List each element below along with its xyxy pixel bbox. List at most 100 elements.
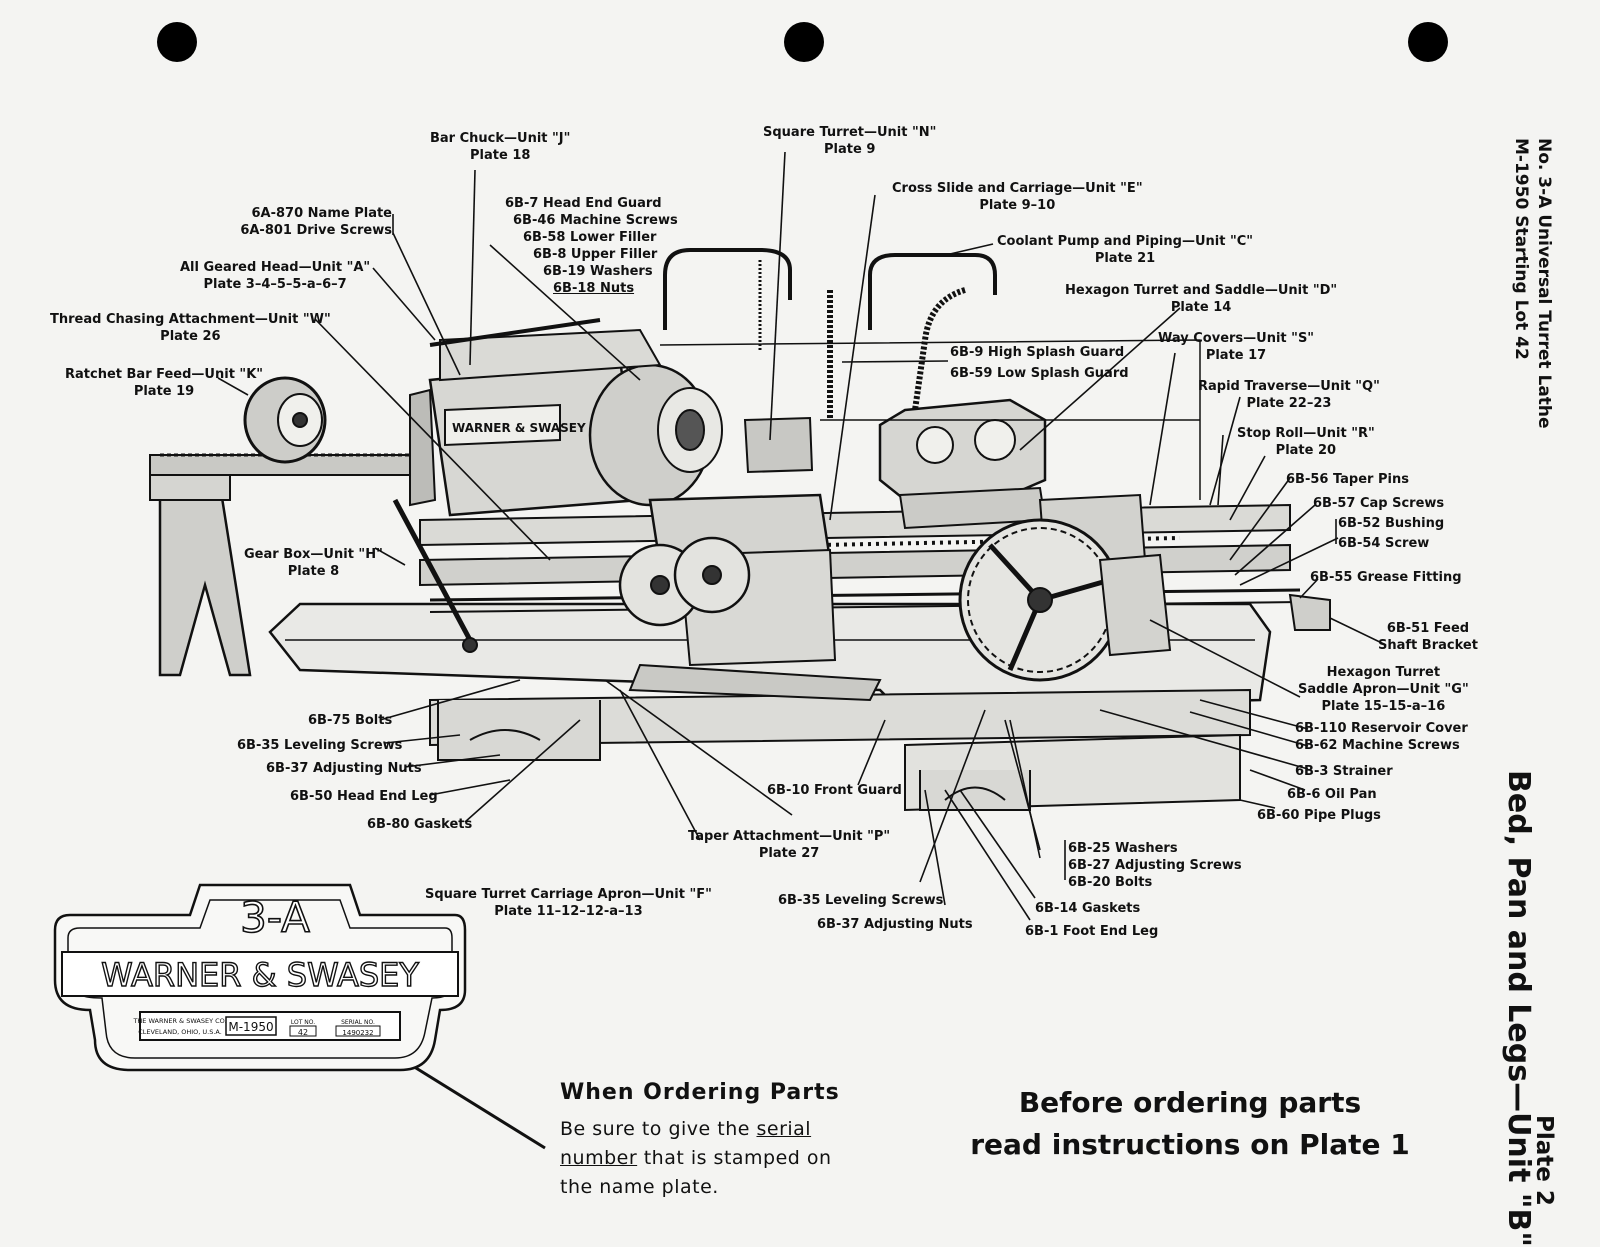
ordering-body: Be sure to give the serial number that i… bbox=[560, 1115, 870, 1202]
label-line: 6B-3 Strainer bbox=[1295, 764, 1393, 779]
label-line: 6B-19 Washers bbox=[543, 264, 653, 279]
label-gaskets-80: 6B-80 Gaskets bbox=[367, 816, 472, 833]
label-line: Cross Slide and Carriage—Unit "E" bbox=[892, 181, 1143, 196]
label-line: Plate 9 bbox=[824, 142, 876, 157]
label-head-end-guard: 6B-7 Head End Guard 6B-46 Machine Screws… bbox=[505, 195, 678, 297]
label-line: 6B-51 Feed bbox=[1386, 621, 1470, 636]
label-line: Plate 18 bbox=[470, 148, 531, 163]
ordering-title: When Ordering Parts bbox=[560, 1080, 840, 1105]
label-line: 6B-50 Head End Leg bbox=[290, 789, 438, 804]
label-line: 6B-58 Lower Filler bbox=[523, 230, 657, 245]
label-line: Stop Roll—Unit "R" bbox=[1237, 426, 1375, 441]
label-strainer: 6B-3 Strainer bbox=[1295, 763, 1393, 780]
label-reservoir-cover: 6B-110 Reservoir Cover 6B-62 Machine Scr… bbox=[1295, 720, 1468, 754]
label-hex-turret-apron: Hexagon Turret Saddle Apron—Unit "G" Pla… bbox=[1298, 664, 1469, 715]
label-line: Saddle Apron—Unit "G" bbox=[1298, 682, 1469, 697]
label-line: 6B-35 Leveling Screws bbox=[237, 738, 403, 753]
label-adjusting-nuts-left: 6B-37 Adjusting Nuts bbox=[266, 760, 422, 777]
label-line: Plate 27 bbox=[758, 846, 820, 861]
label-cross-slide: Cross Slide and Carriage—Unit "E" Plate … bbox=[892, 180, 1143, 214]
label-line: 6B-25 Washers bbox=[1068, 841, 1178, 856]
label-feed-shaft-bracket: 6B-51 Feed Shaft Bracket bbox=[1378, 620, 1478, 654]
label-ratchet-bar-feed: Ratchet Bar Feed—Unit "K" Plate 19 bbox=[65, 366, 263, 400]
label-thread-chasing: Thread Chasing Attachment—Unit "W" Plate… bbox=[50, 311, 331, 345]
label-line: 6B-7 Head End Guard bbox=[505, 196, 662, 211]
label-line: 6B-46 Machine Screws bbox=[513, 213, 678, 228]
ordering-body-text: that is stamped on the name plate. bbox=[560, 1147, 832, 1198]
label-line: 6B-6 Oil Pan bbox=[1287, 787, 1377, 802]
label-gaskets-14: 6B-14 Gaskets bbox=[1035, 900, 1140, 917]
label-line: Plate 9–10 bbox=[979, 198, 1056, 213]
label-gear-box: Gear Box—Unit "H" Plate 8 bbox=[244, 546, 383, 580]
label-grease-fitting: 6B-55 Grease Fitting bbox=[1310, 569, 1462, 586]
notice-line: Before ordering parts bbox=[1018, 1086, 1362, 1119]
nameplate-serial-label: SERIAL NO. bbox=[341, 1019, 375, 1026]
label-line: Hexagon Turret and Saddle—Unit "D" bbox=[1065, 283, 1338, 298]
label-line: Ratchet Bar Feed—Unit "K" bbox=[65, 367, 264, 382]
ordering-instructions: When Ordering Parts Be sure to give the … bbox=[560, 1080, 870, 1202]
nameplate-serial-value: 1490232 bbox=[342, 1029, 373, 1037]
label-head-end-leg: 6B-50 Head End Leg bbox=[290, 788, 438, 805]
label-leveling-screws-right: 6B-35 Leveling Screws bbox=[778, 892, 943, 909]
label-hexagon-turret-saddle: Hexagon Turret and Saddle—Unit "D" Plate… bbox=[1065, 282, 1337, 316]
label-line: 6B-20 Bolts bbox=[1068, 875, 1153, 890]
label-line: Square Turret Carriage Apron—Unit "F" bbox=[425, 887, 712, 902]
label-line: 6B-27 Adjusting Screws bbox=[1068, 858, 1242, 873]
nameplate-lot-label: LOT NO. bbox=[291, 1019, 315, 1026]
warner-swasey-nameplate-logo: 3-A WARNER & SWASEY THE WARNER & SWASEY … bbox=[53, 883, 467, 1072]
label-line: 6A-870 Name Plate bbox=[251, 206, 393, 221]
label-line: Thread Chasing Attachment—Unit "W" bbox=[50, 312, 331, 327]
label-line: 6B-56 Taper Pins bbox=[1286, 472, 1409, 487]
label-coolant-pump: Coolant Pump and Piping—Unit "C" Plate 2… bbox=[997, 233, 1253, 267]
label-line: 6B-8 Upper Filler bbox=[533, 247, 658, 262]
label-rapid-traverse: Rapid Traverse—Unit "Q" Plate 22–23 bbox=[1198, 378, 1380, 412]
label-line: Taper Attachment—Unit "P" bbox=[688, 829, 891, 844]
label-square-turret-apron: Square Turret Carriage Apron—Unit "F" Pl… bbox=[425, 886, 712, 920]
label-line: 6B-54 Screw bbox=[1338, 536, 1430, 551]
label-bar-chuck: Bar Chuck—Unit "J" Plate 18 bbox=[430, 130, 570, 164]
binder-hole-center bbox=[784, 22, 824, 62]
label-line: Plate 15–15-a–16 bbox=[1321, 699, 1446, 714]
label-line: Plate 17 bbox=[1205, 348, 1267, 363]
label-name-plate: 6A-870 Name Plate 6A-801 Drive Screws bbox=[232, 205, 392, 239]
ordering-serial-number: serial number bbox=[560, 1118, 812, 1169]
label-line: 6B-52 Bushing bbox=[1338, 516, 1445, 531]
label-foot-end-leg: 6B-1 Foot End Leg bbox=[1025, 923, 1158, 940]
label-line: 6B-60 Pipe Plugs bbox=[1257, 808, 1381, 823]
label-line: Plate 8 bbox=[287, 564, 340, 579]
notice-line: read instructions on Plate 1 bbox=[970, 1128, 1410, 1161]
plate-number-text: Plate 2 bbox=[1531, 1115, 1557, 1206]
nameplate-model-mark: 3-A bbox=[240, 893, 310, 942]
label-splash-guard: 6B-9 High Splash Guard 6B-59 Low Splash … bbox=[950, 342, 1129, 384]
label-bushing-screw: 6B-52 Bushing 6B-54 Screw bbox=[1338, 514, 1444, 554]
machine-title: No. 3-A Universal Turret Lathe M-1950 St… bbox=[1509, 138, 1555, 429]
nameplate-maker-line1: THE WARNER & SWASEY CO. bbox=[132, 1017, 226, 1025]
label-line: Plate 11–12–12-a–13 bbox=[494, 904, 643, 919]
label-line: Plate 21 bbox=[1094, 251, 1156, 266]
label-stop-roll: Stop Roll—Unit "R" Plate 20 bbox=[1237, 425, 1375, 459]
label-line: 6B-55 Grease Fitting bbox=[1310, 570, 1462, 585]
label-line: Bar Chuck—Unit "J" bbox=[430, 131, 571, 146]
label-line: 6A-801 Drive Screws bbox=[240, 223, 392, 238]
label-geared-head: All Geared Head—Unit "A" Plate 3–4–5–5-a… bbox=[180, 259, 370, 293]
label-line: 6B-57 Cap Screws bbox=[1313, 496, 1445, 511]
label-line: Plate 14 bbox=[1170, 300, 1232, 315]
nameplate-brand-mark: WARNER & SWASEY bbox=[101, 956, 419, 994]
svg-text:WARNER & SWASEY: WARNER & SWASEY bbox=[452, 421, 586, 435]
label-line: 6B-62 Machine Screws bbox=[1295, 738, 1460, 753]
label-pipe-plugs: 6B-60 Pipe Plugs bbox=[1257, 807, 1381, 824]
label-line: 6B-9 High Splash Guard bbox=[950, 345, 1125, 360]
label-line: 6B-1 Foot End Leg bbox=[1025, 924, 1159, 939]
machine-title-line: M-1950 Starting Lot 42 bbox=[1511, 138, 1531, 360]
label-taper-pins: 6B-56 Taper Pins bbox=[1286, 471, 1409, 488]
label-oil-pan: 6B-6 Oil Pan bbox=[1287, 786, 1377, 803]
machine-title-line: No. 3-A Universal Turret Lathe bbox=[1534, 138, 1554, 429]
label-line: All Geared Head—Unit "A" bbox=[180, 260, 371, 275]
label-line: Shaft Bracket bbox=[1378, 638, 1478, 653]
label-line: 6B-10 Front Guard bbox=[767, 783, 902, 798]
label-line: Hexagon Turret bbox=[1326, 665, 1441, 680]
binder-hole-left bbox=[157, 22, 197, 62]
nameplate-maker-line2: CLEVELAND, OHIO, U.S.A. bbox=[138, 1028, 222, 1036]
ordering-body-text: Be sure to give the bbox=[560, 1118, 750, 1140]
